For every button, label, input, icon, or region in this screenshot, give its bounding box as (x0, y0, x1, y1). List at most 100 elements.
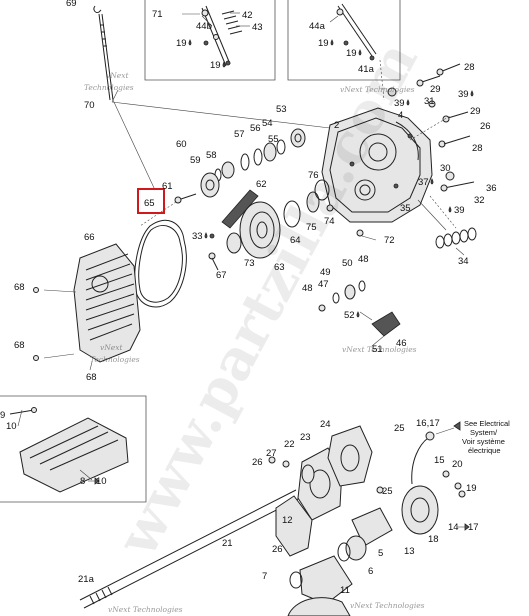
vnext-watermark: vNext (106, 71, 129, 80)
callout-71: 71 (152, 9, 163, 20)
arrow-right-icon (464, 523, 470, 531)
callout-7: 7 (262, 571, 267, 582)
callout-6: 6 (368, 566, 373, 577)
drop-icon (330, 39, 334, 46)
callout-39: 39 (454, 205, 465, 216)
callout-52: 52 (344, 310, 355, 321)
callout-49: 49 (320, 267, 331, 278)
callout-48: 48 (358, 254, 369, 265)
bolts-right-upper (387, 63, 475, 192)
callout-8: 8 (80, 476, 85, 487)
callout-23: 23 (300, 432, 311, 443)
callout-39: 39 (394, 98, 405, 109)
callout-5: 5 (378, 548, 383, 559)
callout-66: 66 (84, 232, 95, 243)
callout-70: 70 (84, 100, 95, 111)
callout-26: 26 (272, 544, 283, 555)
callout-2: 2 (334, 120, 339, 131)
callout-65: 65 (144, 198, 155, 209)
lower-assembly (79, 425, 466, 616)
drop-icon (356, 311, 360, 318)
callout-30: 30 (440, 163, 451, 174)
parts-46-52 (318, 280, 401, 347)
drop-icon (204, 232, 208, 239)
arrow-up-icon (17, 409, 23, 427)
callout-53: 53 (276, 104, 287, 115)
vnext-watermark: vNext Technologies (340, 85, 415, 94)
callout-12: 12 (282, 515, 293, 526)
drop-icon (188, 39, 192, 46)
callout-68: 68 (86, 372, 97, 383)
drop-icon (222, 61, 226, 68)
part-66-cover (33, 243, 141, 371)
callout-48: 48 (302, 283, 313, 294)
callout-25: 25 (382, 486, 393, 497)
callout-28: 28 (472, 143, 483, 154)
callout-34: 34 (458, 256, 469, 267)
callout-39: 39 (458, 89, 469, 100)
callout-11: 11 (340, 585, 350, 596)
electrical-note-line: See Electrical (464, 419, 510, 428)
callout-10: 10 (96, 476, 107, 487)
callout-55: 55 (268, 134, 279, 145)
callout-17: 17 (468, 522, 479, 533)
callout-72: 72 (384, 235, 395, 246)
callout-32: 32 (474, 195, 485, 206)
callout-29: 29 (470, 106, 481, 117)
callout-37: 37 (418, 177, 429, 188)
vnext-watermark: vNext Technologies (350, 601, 425, 610)
callout-9: 9 (0, 410, 5, 421)
callout-29: 29 (430, 84, 441, 95)
electrical-note-line: Voir système (462, 437, 505, 446)
callout-25: 25 (394, 423, 405, 434)
drop-icon (406, 99, 410, 106)
electrical-note-line: électrique (468, 446, 501, 455)
electrical-note-line: System/ (470, 428, 498, 437)
callout-20: 20 (452, 459, 463, 470)
callout-26: 26 (252, 457, 263, 468)
inset-detail-right (287, 0, 401, 81)
inset-track-detail (0, 395, 147, 503)
callout-44a: 44a (309, 21, 326, 32)
vnext-watermark: vNext Technologies (108, 605, 183, 614)
callout-13: 13 (404, 546, 415, 557)
arrow-right-icon (94, 477, 100, 485)
gear-stack (174, 128, 377, 271)
callout-60: 60 (176, 139, 187, 150)
callout-68: 68 (14, 282, 25, 293)
drop-icon (470, 90, 474, 97)
callout-19: 19 (318, 38, 329, 49)
callout-21: 21 (222, 538, 233, 549)
callout-75: 75 (306, 222, 317, 233)
drop-icon (430, 178, 434, 185)
callout-26: 26 (480, 121, 491, 132)
vnext-watermark: vNext (100, 343, 123, 352)
callout-15: 15 (434, 455, 445, 466)
callout-41a: 41a (358, 64, 375, 75)
callout-76: 76 (308, 170, 319, 181)
callout-44b: 44b (196, 21, 212, 32)
callout-24: 24 (320, 419, 331, 430)
callout-43: 43 (252, 22, 263, 33)
vnext-watermark: Technologies (84, 83, 134, 92)
callout-19: 19 (210, 60, 221, 71)
drop-icon (358, 49, 362, 56)
callout-57: 57 (234, 129, 245, 140)
callout-10: 10 (6, 421, 17, 432)
callout-19: 19 (466, 483, 477, 494)
callout-67: 67 (216, 270, 227, 281)
arrow-left-icon (453, 421, 461, 431)
callout-54: 54 (262, 118, 273, 129)
callout-33: 33 (192, 231, 203, 242)
callout-31: 31 (424, 96, 435, 107)
callout-51: 51 (372, 344, 383, 355)
callout-18: 18 (428, 534, 439, 545)
part-34-spacers (417, 199, 477, 256)
callout-68: 68 (14, 340, 25, 351)
vnext-watermark: vNext Technologies (342, 345, 417, 354)
callout-74: 74 (324, 216, 335, 227)
callout-59: 59 (190, 155, 201, 166)
callout-46: 46 (396, 338, 407, 349)
vnext-watermark: Technologies (90, 355, 140, 364)
